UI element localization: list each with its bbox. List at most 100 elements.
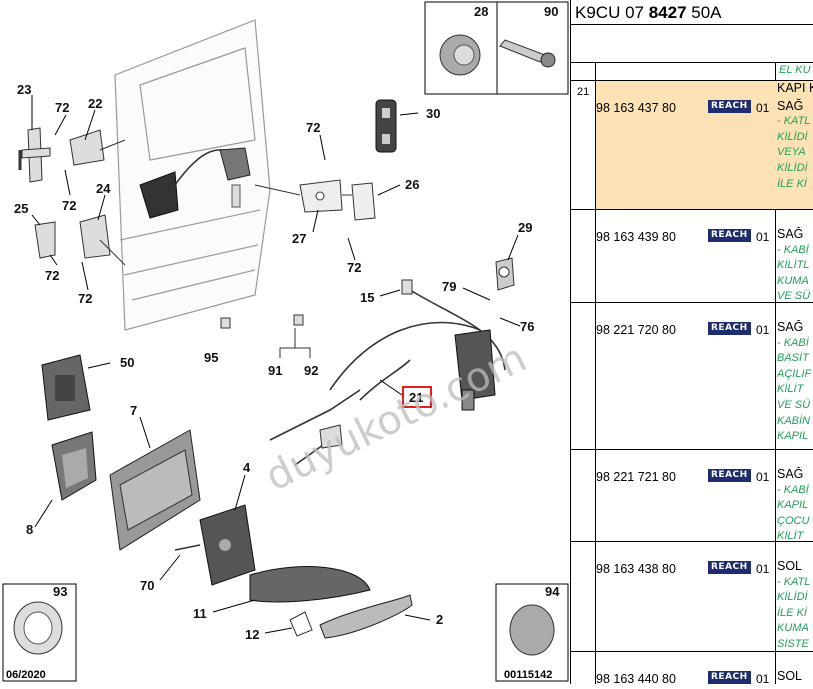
part-note-line: KİLİDİ (777, 591, 808, 604)
part-90-screw (499, 39, 556, 68)
callout-79: 79 (442, 279, 456, 294)
part-number[interactable]: 98 163 440 80 (596, 672, 676, 684)
callout-28: 28 (474, 4, 488, 19)
top-green-label: EL KU (779, 64, 811, 76)
group-index: 21 (577, 86, 590, 98)
part-29-bracket (495, 257, 515, 291)
callout-23: 23 (17, 82, 31, 97)
part-7-control-module (109, 429, 201, 551)
callout-70: 70 (140, 578, 154, 593)
callout-21-highlight[interactable]: 21 (402, 386, 432, 408)
callout-27: 27 (292, 231, 306, 246)
part-side: SOL (777, 559, 803, 573)
part-quantity: 01 (756, 230, 770, 244)
callout-72b: 72 (62, 198, 76, 213)
callout-4: 4 (243, 460, 251, 475)
callout-91: 91 (268, 363, 282, 378)
callout-11: 11 (193, 606, 207, 621)
door-lock-mechanism (139, 147, 251, 219)
callout-72d: 72 (78, 291, 92, 306)
row-divider (571, 449, 813, 450)
callout-24: 24 (96, 181, 111, 196)
callout-92: 92 (304, 363, 318, 378)
part-note-line: KİLİTL (777, 259, 810, 272)
part-description: SAĞ - KABİ BASİT AÇILIF KİLİT VE SÜ KABİN KAPIL (777, 320, 813, 445)
part-note-line: - KABİ (777, 336, 809, 349)
callout-90: 90 (544, 4, 558, 19)
cable-assembly (269, 289, 506, 466)
parts-diagram: 23 72 22 72 25 72 24 72 28 90 30 72 26 2… (2, 1, 569, 682)
callout-72c: 72 (45, 268, 59, 283)
part-note-line: İLE Kİ (777, 177, 807, 190)
callout-95: 95 (204, 350, 218, 365)
part-note-line: KUMA (777, 622, 809, 635)
part-note-line: - KABİ (777, 243, 809, 256)
reach-badge: REACH (708, 100, 751, 113)
callout-30: 30 (426, 106, 440, 121)
row-divider (571, 651, 813, 652)
callout-94: 94 (545, 584, 560, 599)
callout-29: 29 (518, 220, 532, 235)
part-note-line: İLE Kİ (777, 606, 807, 619)
reach-badge: REACH (708, 561, 751, 574)
svg-text:21: 21 (409, 390, 423, 405)
callout-93: 93 (53, 584, 67, 599)
part-number[interactable]: 98 221 721 80 (596, 470, 676, 484)
callout-72a: 72 (55, 100, 69, 115)
door-panel (114, 19, 271, 331)
reach-badge: REACH (708, 671, 751, 684)
part-side: SOL (777, 669, 803, 683)
part-number[interactable]: 98 163 439 80 (596, 230, 676, 244)
group-title: KAPI K (777, 81, 813, 95)
reference-header: K9CU 07 8427 50A (571, 0, 813, 25)
callout-8: 8 (26, 522, 33, 537)
watermark-text: duyukoto.com (258, 335, 533, 501)
part-30-pad (375, 99, 397, 153)
hinges-left (18, 127, 126, 266)
part-4-door-lock (174, 504, 256, 586)
part-note-line: - KATL (777, 575, 811, 588)
exploded-view-drawing: 23 72 22 72 25 72 24 72 28 90 30 72 26 2… (2, 1, 569, 682)
part-side: SAĞ (777, 320, 804, 334)
part-note-line: VEYA (777, 146, 806, 159)
part-note-line: KAPIL (777, 430, 809, 443)
part-94-disc (509, 604, 555, 656)
callout-numbers: 23 72 22 72 25 72 24 72 28 90 30 72 26 2… (14, 4, 560, 642)
part-note-line: KİLİT (777, 530, 804, 543)
part-side: SAĞ (777, 227, 804, 241)
part-number[interactable]: 98 163 437 80 (596, 101, 676, 115)
part-note-line: AÇILIF (777, 367, 812, 380)
callout-72f: 72 (347, 260, 361, 275)
part-note-line: VE SÜ (777, 398, 811, 411)
diagram-date: 06/2020 (6, 669, 46, 681)
reach-badge: REACH (708, 229, 751, 242)
part-number[interactable]: 98 221 720 80 (596, 323, 676, 337)
part-93-cap (13, 601, 63, 655)
small-clips (220, 314, 311, 358)
part-note-line: KİLİT (777, 383, 804, 396)
part-note-line: BASİT (777, 352, 809, 365)
part-note-line: - KABİ (777, 483, 809, 496)
part-21-lock (319, 279, 496, 449)
part-note-line: KİLİDİ (777, 161, 808, 174)
striker-plates (254, 179, 376, 221)
part-note-line: KAPIL (777, 499, 809, 512)
part-note-line: ÇOCU (777, 514, 810, 527)
part-quantity: 01 (756, 672, 770, 684)
part-note-line: KABİN (777, 414, 811, 427)
callout-72e: 72 (306, 120, 320, 135)
reach-badge: REACH (708, 322, 751, 335)
part-number[interactable]: 98 163 438 80 (596, 562, 676, 576)
callout-22: 22 (88, 96, 102, 111)
diagram-ref-code: 00115142 (504, 669, 552, 681)
